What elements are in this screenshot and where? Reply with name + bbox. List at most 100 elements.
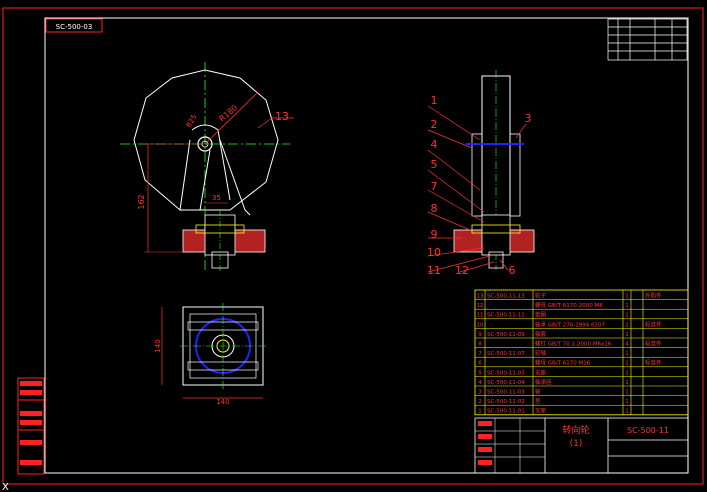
- outer-frame: [2, 7, 704, 485]
- callout-6: 6: [509, 264, 516, 277]
- bom-cell-no: 9: [478, 332, 482, 338]
- bom-cell-qty: 1: [625, 332, 629, 338]
- bom-cell-qty: 1: [625, 303, 629, 309]
- title-sub: (1): [570, 439, 583, 449]
- bom-cell-no: 13: [477, 294, 484, 300]
- bom-row: 5 SC-500-11-05 支座 1: [478, 368, 629, 376]
- bom-cell-no: 5: [478, 370, 482, 376]
- bom-cell-code: SC-500-11-02: [487, 399, 525, 405]
- bom-cell-name: 垫圈: [535, 311, 547, 319]
- bom-cell-code: SC-500-11-13: [487, 294, 525, 300]
- bom-row: 8 螺钉 GB/T 70.1-2000 M6x16 4 标准件: [478, 340, 662, 348]
- bom-row: 3 SC-500-11-03 轴 1: [478, 388, 629, 396]
- dim-140-v: 140: [154, 339, 162, 352]
- bom-cell-no: 11: [477, 313, 484, 319]
- bom-cell-code: SC-500-11-09: [487, 332, 525, 338]
- title-cn: 转向轮: [562, 424, 589, 436]
- bom-cell-name: 轴承 GB/T 276-1994 6207: [535, 320, 605, 328]
- bom-cell-no: 7: [478, 351, 482, 357]
- callout-4: 4: [431, 138, 438, 151]
- stamp-text: SC-500-03: [56, 23, 93, 31]
- bom-cell-code: SC-500-11-04: [487, 380, 525, 386]
- bom-cell-no: 3: [478, 390, 482, 396]
- bom-cell-name: 轴承座: [535, 378, 552, 386]
- bom-cell-no: 12: [477, 303, 484, 309]
- bom-cell-qty: 2: [625, 322, 629, 328]
- bom-cell-qty: 1: [625, 313, 629, 319]
- drawing-no: SC-500-11: [627, 426, 669, 435]
- dim-35: 35: [212, 194, 221, 202]
- callout-leaders: [427, 105, 527, 273]
- top-left-stamp: SC-500-03: [45, 18, 103, 33]
- bom-cell-name: 轴: [535, 388, 541, 396]
- bom-row: 10 轴承 GB/T 276-1994 6207 2 标准件: [477, 320, 663, 328]
- bom-row: 1 SC-500-11-01 叉架 1: [478, 408, 629, 415]
- callout-13: 13: [275, 110, 289, 123]
- bom-cell-name: 垫: [535, 397, 541, 405]
- title-block: 转向轮 (1) SC-500-11: [474, 417, 689, 474]
- callout-8: 8: [431, 202, 438, 215]
- bom-cell-code: SC-500-11-03: [487, 390, 525, 396]
- bom-cell-no: 2: [478, 399, 482, 405]
- bom-cell-name: 支座: [535, 368, 547, 376]
- bom-cell-name: 轴套: [535, 330, 547, 338]
- bom-cell-qty: 1: [625, 361, 629, 367]
- bom-cell-no: 8: [478, 342, 482, 348]
- height-dim: 162: [137, 194, 146, 209]
- bom-row: 4 SC-500-11-04 轴承座 1: [478, 378, 629, 386]
- bom-row: 2 SC-500-11-02 垫 1: [478, 397, 629, 405]
- bom-cell-code: SC-500-11-07: [487, 351, 525, 357]
- front-view: R180 R25 162 35: [120, 62, 294, 272]
- top-right-table: [607, 18, 688, 61]
- bom-cell-name: 螺母 GB/T 6170 M16: [535, 359, 591, 367]
- dim-140-h: 140: [216, 398, 229, 406]
- bom-cell-qty: 1: [625, 390, 629, 396]
- side-boxes: [17, 377, 45, 475]
- callout-11: 11: [427, 264, 441, 277]
- callout-10: 10: [427, 246, 441, 259]
- bom-row: 12 螺母 GB/T 6170-2000 M8 1: [477, 301, 629, 309]
- bom-cell-name: 叉架: [535, 408, 547, 415]
- bom-cell-note: 标准件: [645, 320, 662, 328]
- callout-3: 3: [525, 112, 532, 125]
- callout-9: 9: [431, 228, 438, 241]
- bom-row: 6 螺母 GB/T 6170 M16 1 标准件: [478, 359, 662, 367]
- bom-cell-code: SC-500-11-11: [487, 313, 525, 319]
- bom-cell-name: 螺母 GB/T 6170-2000 M8: [535, 301, 603, 309]
- callout-1: 1: [431, 94, 438, 107]
- bom-cell-qty: 1: [625, 370, 629, 376]
- inner-frame: [44, 17, 689, 474]
- bom-cell-no: 6: [478, 361, 482, 367]
- bom-cell-no: 1: [478, 409, 482, 415]
- bom-cell-qty: 1: [625, 351, 629, 357]
- bom-cell-qty: 1: [625, 409, 629, 415]
- bom-cell-note: 外购件: [645, 292, 662, 300]
- side-view: [453, 70, 535, 270]
- top-view: 140 140: [154, 303, 266, 406]
- bom-cell-name: 轮子: [535, 292, 547, 300]
- bom-cell-qty: 1: [625, 294, 629, 300]
- bom-cell-note: 标准件: [645, 340, 662, 348]
- bom-row: 9 SC-500-11-09 轴套 1: [478, 330, 629, 338]
- callout-7: 7: [431, 180, 438, 193]
- bom-cell-name: 螺钉 GB/T 70.1-2000 M6x16: [535, 340, 612, 348]
- corner-mark: X: [2, 482, 9, 492]
- bom-cell-note: 标准件: [645, 359, 662, 367]
- bom-cell-qty: 1: [625, 399, 629, 405]
- bom-cell-code: SC-500-11-01: [487, 409, 525, 415]
- bom-cell-qty: 1: [625, 380, 629, 386]
- callout-12: 12: [455, 264, 469, 277]
- bom-cell-code: SC-500-11-05: [487, 370, 525, 376]
- bom-cell-no: 10: [477, 322, 484, 328]
- callout-5: 5: [431, 158, 438, 171]
- bom-cell-no: 4: [478, 380, 482, 386]
- callout-2: 2: [431, 118, 438, 131]
- bom-cell-qty: 4: [625, 342, 629, 348]
